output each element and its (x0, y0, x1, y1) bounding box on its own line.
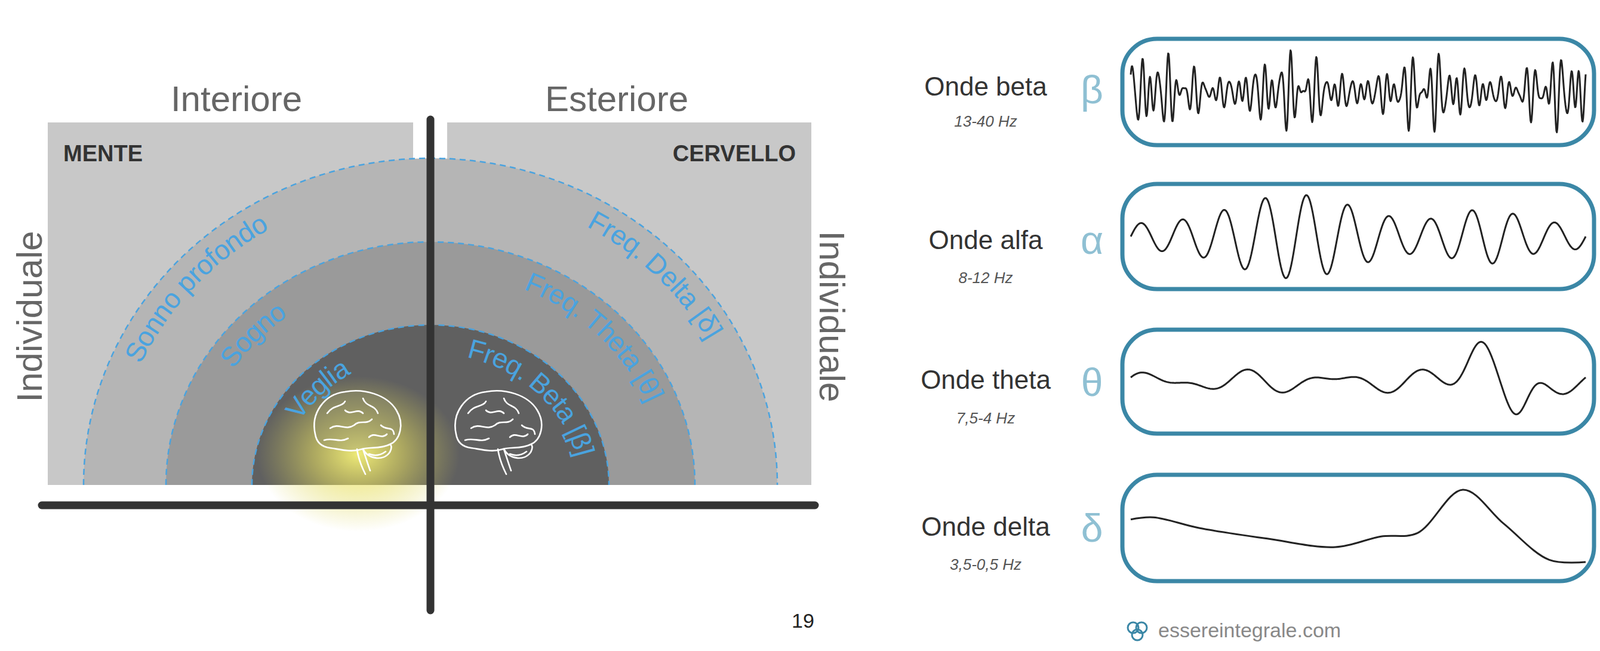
horizontal-axis (41, 501, 815, 510)
waveform (1130, 50, 1586, 132)
frequency-range: 8-12 Hz (958, 269, 1013, 287)
vertical-axis (426, 119, 435, 611)
waveforms (1130, 50, 1586, 563)
greek-symbol: θ (1081, 360, 1104, 405)
wave-box (1122, 329, 1595, 434)
axis-label: Individuale (811, 231, 852, 403)
wave-name: Onde alfa (928, 225, 1043, 255)
greek-symbol: δ (1081, 506, 1104, 550)
waveform (1130, 489, 1586, 563)
logo-icon (1127, 622, 1147, 640)
wave-name: Onde beta (924, 72, 1048, 101)
frequency-range: 13-40 Hz (954, 112, 1018, 131)
frequency-range: 7,5-4 Hz (956, 409, 1015, 427)
waveform (1130, 195, 1586, 279)
greek-symbol: α (1080, 218, 1104, 263)
wave-box (1122, 38, 1595, 146)
quadrant-title: Interiore (170, 79, 303, 119)
wave-box (1122, 183, 1595, 289)
brain-panel: CERVELLO (447, 122, 812, 485)
panel-heading: CERVELLO (462, 141, 796, 167)
axis-label: Individuale (10, 231, 50, 403)
greek-symbol: β (1080, 68, 1104, 112)
brain-icon (454, 390, 542, 475)
brain-icon (314, 390, 401, 475)
panel-heading: MENTE (63, 141, 398, 167)
wave-box (1122, 474, 1595, 581)
mind-panel: MENTE (47, 122, 414, 485)
watermark: essereintegrale.com (1158, 619, 1341, 642)
wave-name: Onde theta (920, 365, 1051, 395)
waveform (1130, 341, 1586, 414)
quadrant-title: Esteriore (545, 79, 689, 119)
wave-name: Onde delta (921, 512, 1050, 541)
page-number: 19 (791, 609, 815, 632)
frequency-range: 3,5-0,5 Hz (949, 555, 1022, 574)
